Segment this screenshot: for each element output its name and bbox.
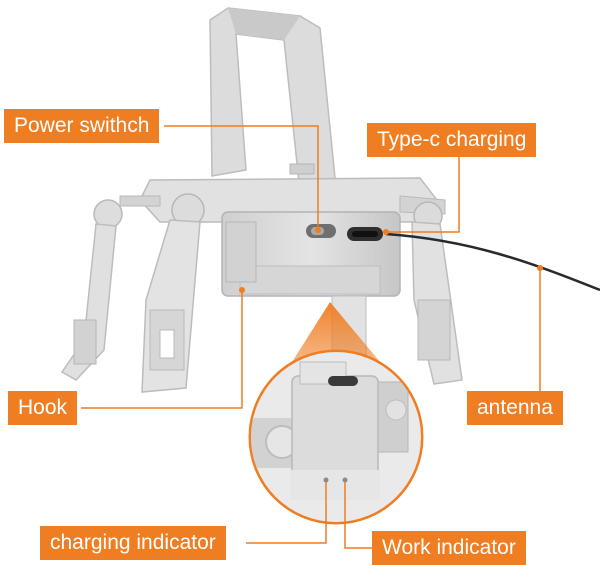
leg-right bbox=[411, 201, 463, 385]
zoom-detail-circle bbox=[248, 349, 424, 525]
work-indicator-led bbox=[342, 477, 348, 483]
top-handle bbox=[209, 7, 337, 193]
leg-left-inner bbox=[141, 193, 205, 393]
callout-endpoints bbox=[239, 227, 543, 293]
leg-left-outer bbox=[60, 199, 123, 381]
type-c-port bbox=[347, 227, 383, 241]
hook-label: Hook bbox=[8, 391, 78, 425]
charging-indicator-led bbox=[323, 477, 329, 483]
charging-indicator-label: charging indicator bbox=[40, 526, 226, 560]
power-switch-label: Power swithch bbox=[4, 109, 160, 143]
zoom-cone bbox=[292, 302, 380, 362]
power-switch bbox=[306, 224, 336, 238]
antenna-cable bbox=[385, 232, 600, 292]
antenna-label: antenna bbox=[467, 391, 563, 425]
type-c-charging-label: Type-c charging bbox=[367, 123, 537, 157]
work-indicator-label: Work indicator bbox=[372, 531, 526, 565]
